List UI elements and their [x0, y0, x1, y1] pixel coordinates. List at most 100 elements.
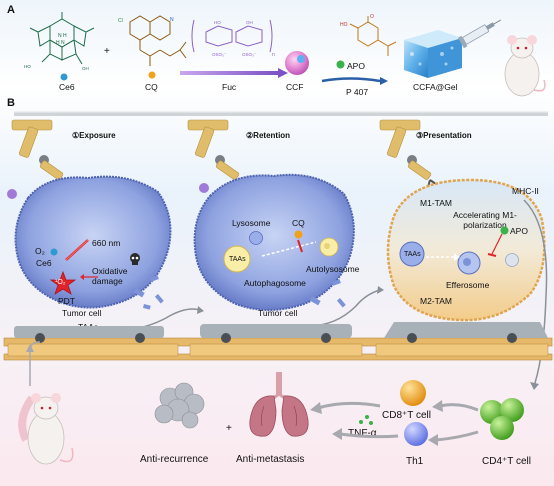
fuc-label: Fuc — [222, 82, 237, 92]
taas-inner-label-2: TAAs — [229, 256, 246, 263]
degraded-particle — [505, 253, 519, 267]
svg-text:HO: HO — [214, 20, 221, 25]
ccf-label: CCF — [286, 82, 304, 92]
svg-text:n: n — [272, 52, 275, 58]
oxidative-damage-text: Oxidative damage — [92, 266, 128, 286]
m2-tam-label: M2-TAM — [420, 296, 452, 306]
svg-text:Cl: Cl — [118, 18, 123, 24]
mouse-icon-b — [18, 393, 74, 465]
mhc-label: MHC-II — [512, 186, 539, 196]
ccf-nanoparticle — [285, 51, 309, 75]
apo-dot — [336, 60, 345, 69]
ce6-dot — [60, 73, 68, 81]
ccfa-particle-2 — [199, 183, 209, 193]
m1-tam-label: M1-TAM — [420, 198, 452, 208]
robot-arm-3 — [379, 119, 437, 188]
step-1-title: ①Exposure — [72, 131, 116, 140]
conveyor-belt — [3, 322, 553, 361]
inhibit-arrow — [261, 239, 317, 257]
cd4-cell-cluster — [480, 398, 524, 440]
svg-text:HO: HO — [24, 64, 31, 69]
tumor-cell-1 — [14, 175, 172, 310]
svg-text:H N: H N — [56, 40, 65, 46]
cq-structure: Cl N — [118, 15, 187, 66]
tumor-cell-2 — [193, 173, 355, 311]
apo-inner-dot — [500, 226, 509, 235]
tnf-label: TNF-α — [348, 428, 377, 439]
ce6-structure: N H H N HO OH — [24, 12, 95, 71]
fuc-arrow — [180, 68, 288, 78]
autolysosome-icon — [319, 237, 339, 257]
cd8-cell — [400, 380, 426, 406]
svg-text:N H: N H — [58, 33, 67, 39]
apo-inhibit-mark — [487, 233, 503, 257]
top-rail — [14, 111, 548, 116]
singlet-oxygen-star — [49, 270, 77, 295]
cq-label: CQ — [145, 82, 158, 92]
svg-text:OH: OH — [82, 66, 89, 71]
svg-text:OSO₃⁻: OSO₃⁻ — [242, 52, 257, 57]
lungs-icon — [249, 372, 309, 437]
autophagosome-icon — [223, 245, 251, 273]
accelerating-label: Accelerating M1-polarization — [450, 210, 520, 230]
cd4-label: CD4⁺T cell — [482, 456, 531, 467]
autolysosome-label: Autolysosome — [306, 264, 360, 274]
robot-arm-1 — [11, 119, 69, 188]
gel-block — [404, 30, 462, 78]
laser-label: 660 nm — [92, 238, 121, 248]
macrophage-cell — [386, 178, 546, 322]
taas-vesicle-3 — [399, 241, 425, 267]
ce6-molecule-dot — [50, 248, 58, 256]
lysosome-icon — [249, 231, 263, 245]
anti-metastasis-label: Anti-metastasis — [236, 454, 305, 465]
autophagosome-label: Autophagosome — [244, 278, 306, 288]
svg-text:N: N — [170, 17, 174, 23]
apo-inner-label: APO — [510, 226, 528, 236]
svg-text:HO: HO — [340, 22, 348, 28]
anti-recurrence-label: Anti-recurrence — [140, 454, 209, 465]
th1-label: Th1 — [406, 456, 424, 467]
ce6-label: Ce6 — [59, 82, 75, 92]
laser-beam — [65, 239, 89, 261]
ce6-cell-label: Ce6 — [36, 258, 52, 268]
step-2-title: ②Retention — [246, 131, 291, 140]
panel-a-letter: A — [7, 4, 15, 16]
cd8-label: CD8⁺T cell — [382, 410, 431, 421]
apo-structure: HO O — [340, 14, 397, 56]
cq-inner-label: CQ — [292, 218, 305, 228]
efferosome-arrow — [426, 253, 460, 261]
svg-text:O: O — [370, 14, 374, 20]
lysosome-label: Lysosome — [232, 218, 271, 228]
cq-dot — [148, 71, 156, 79]
apo-label-a: APO — [347, 61, 365, 71]
accelerating-text: Accelerating M1-polarization — [453, 210, 517, 230]
efferosome-label: Efferosome — [446, 280, 490, 290]
th1-cell — [404, 422, 428, 446]
taas-inner-label-3: TAAs — [404, 251, 421, 258]
plus-sign-a: + — [104, 46, 110, 57]
svg-text:OSO₃⁻: OSO₃⁻ — [212, 52, 227, 57]
mouse-icon-a — [504, 35, 546, 97]
plus-sign-b: + — [226, 423, 232, 434]
p407-label: P 407 — [346, 87, 369, 97]
panel-b-letter: B — [7, 97, 15, 109]
ccfa-particle-1 — [7, 189, 17, 199]
singlet-oxygen-label: ¹O₂ — [55, 279, 66, 286]
efferosome-icon — [457, 251, 481, 275]
gel-label: CCFA@Gel — [413, 82, 458, 92]
tumor-aggregate — [154, 382, 205, 429]
fuc-structure: HO OH OSO₃⁻ OSO₃⁻ n — [191, 19, 275, 58]
o2-label: O₂ — [35, 246, 45, 256]
cq-inner-dot — [294, 230, 303, 239]
tumor-cell-label-2: Tumor cell — [258, 308, 298, 318]
mhc-to-cd4-arrow — [523, 199, 548, 390]
tumor-cell-label-1: Tumor cell — [62, 308, 102, 318]
damage-arrow — [80, 274, 98, 280]
outcome-arrows — [310, 400, 479, 446]
tnf-dots — [359, 415, 373, 425]
syringe-icon — [457, 19, 501, 49]
step-3-title: ③Presentation — [416, 131, 472, 140]
svg-text:OH: OH — [246, 20, 253, 25]
p407-arrow — [321, 77, 388, 85]
oxidative-damage-label: Oxidative damage — [92, 266, 152, 286]
